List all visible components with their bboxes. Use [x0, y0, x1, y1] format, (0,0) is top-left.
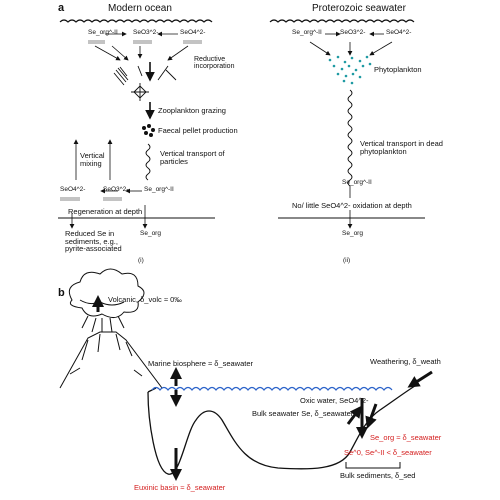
plankton-shapes [113, 65, 177, 101]
vertical-transport-squiggle [145, 143, 151, 181]
bulk-sediments-label: Bulk sediments, δ_sed [340, 471, 416, 480]
right-top-seo4: SeO4^2- [386, 29, 412, 36]
ocean-basin-outline [147, 383, 419, 475]
weathering-arrow [407, 370, 433, 388]
mixing-label: Vertical mixing [80, 151, 105, 168]
volcano-illustration [59, 268, 163, 389]
faecal-label: Faecal pellet production [158, 126, 238, 135]
left-bottom-seo4: SeO4^2- [60, 186, 86, 193]
reductive-label: Reductive incorporation [194, 56, 235, 70]
left-se-org-bottom: Se_org [140, 230, 161, 237]
panel-b-label: b [58, 287, 65, 299]
bulk-sediments-bracket [345, 462, 401, 469]
panel-a-label: a [58, 2, 65, 14]
se-org-red-label: Se_org ≈ δ_seawater [370, 433, 442, 442]
phytoplankton-label: Phytoplankton [374, 65, 422, 74]
bulk-seawater-label: Bulk seawater Se, δ_seawater [252, 409, 354, 418]
left-bottom-seo3: SeO3^2- [103, 186, 129, 193]
zooplankton-label: Zooplankton grazing [158, 106, 226, 115]
ocean-surface-wave [151, 386, 393, 391]
left-top-se-org: Se_org^-II [88, 29, 118, 36]
faecal-pellets [142, 124, 155, 137]
reduced-se-label: Reduced Se in sediments, e.g., pyrite-as… [65, 229, 122, 253]
transport-label-left: Vertical transport of particles [160, 149, 225, 166]
right-top-se-org: Se_org^-II [292, 29, 322, 36]
right-se-org-deep: Se_org^-II [342, 179, 372, 186]
modern-ocean-surface-wave [59, 19, 213, 23]
dead-phytoplankton-squiggle [347, 89, 353, 187]
regeneration-label: Regeneration at depth [68, 207, 143, 216]
oxidation-label: No/ little SeO4^2- oxidation at depth [292, 201, 412, 210]
modern-ocean-title: Modern ocean [108, 3, 172, 14]
phytoplankton-dots [328, 55, 372, 85]
marine-biosphere-label: Marine biosphere ≈ δ_seawater [148, 359, 254, 368]
transport-label-right: Vertical transport in dead phytoplankton [360, 139, 443, 156]
proterozoic-surface-wave [269, 19, 415, 23]
proterozoic-title: Proterozoic seawater [312, 3, 406, 14]
right-se-org-bottom: Se_org [342, 230, 363, 237]
right-top-seo3: SeO3^2- [340, 29, 366, 36]
left-top-seo4: SeO4^2- [180, 29, 206, 36]
left-bottom-se-org: Se_org^-II [144, 186, 174, 193]
left-top-seo3: SeO3^2- [133, 29, 159, 36]
oxic-water-label: Oxic water, SeO4^2- [300, 396, 369, 405]
left-roman: (i) [138, 257, 144, 264]
volcanic-label: Volcanic, δ_volc ≈ 0‰ [108, 295, 182, 304]
se-reduced-red-label: Se^0, Se^-II < δ_seawater [344, 448, 432, 457]
euxinic-basin-label: Euxinic basin ≈ δ_seawater [134, 483, 226, 492]
weathering-label: Weathering, δ_weath [370, 357, 441, 366]
right-roman: (ii) [343, 257, 351, 264]
